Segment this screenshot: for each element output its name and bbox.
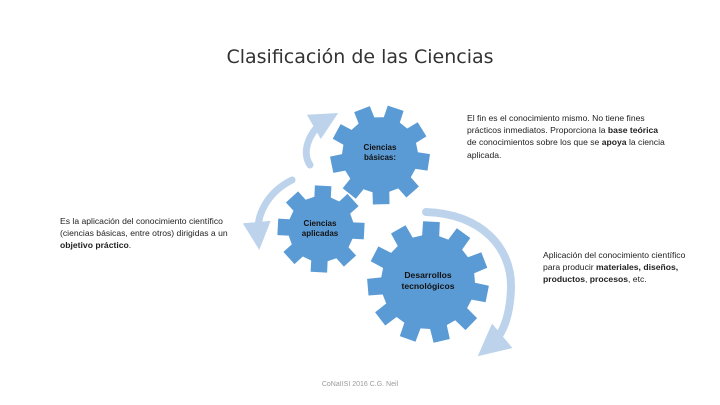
- footer-credit: CoNaIISI 2016 C.G. Neil: [321, 381, 399, 388]
- desc-ciencias-aplicadas: Es la aplicación del conocimiento cientí…: [60, 216, 228, 251]
- gear-icon: [367, 221, 489, 343]
- desc-ciencias-basicas: El fin es el conocimiento mismo. No tien…: [467, 113, 665, 160]
- gear-label-ciencias-aplicadas: Ciencias aplicadas: [301, 219, 339, 238]
- gear-icon: [277, 185, 365, 273]
- gear-label-ciencias-basicas: Ciencias básicas:: [363, 143, 397, 162]
- curved-arrow-icon: [242, 176, 296, 250]
- slide-title: Clasificación de las Ciencias: [226, 46, 494, 68]
- desc-desarrollos-tecnologicos: Aplicación del conocimiento científico p…: [543, 250, 686, 285]
- curved-arrow-icon: [422, 208, 516, 357]
- curved-arrow-icon: [302, 113, 339, 169]
- gear-label-desarrollos-tecnologicos: Desarrollos tecnológicos: [401, 270, 455, 291]
- gear-icon: [330, 105, 430, 205]
